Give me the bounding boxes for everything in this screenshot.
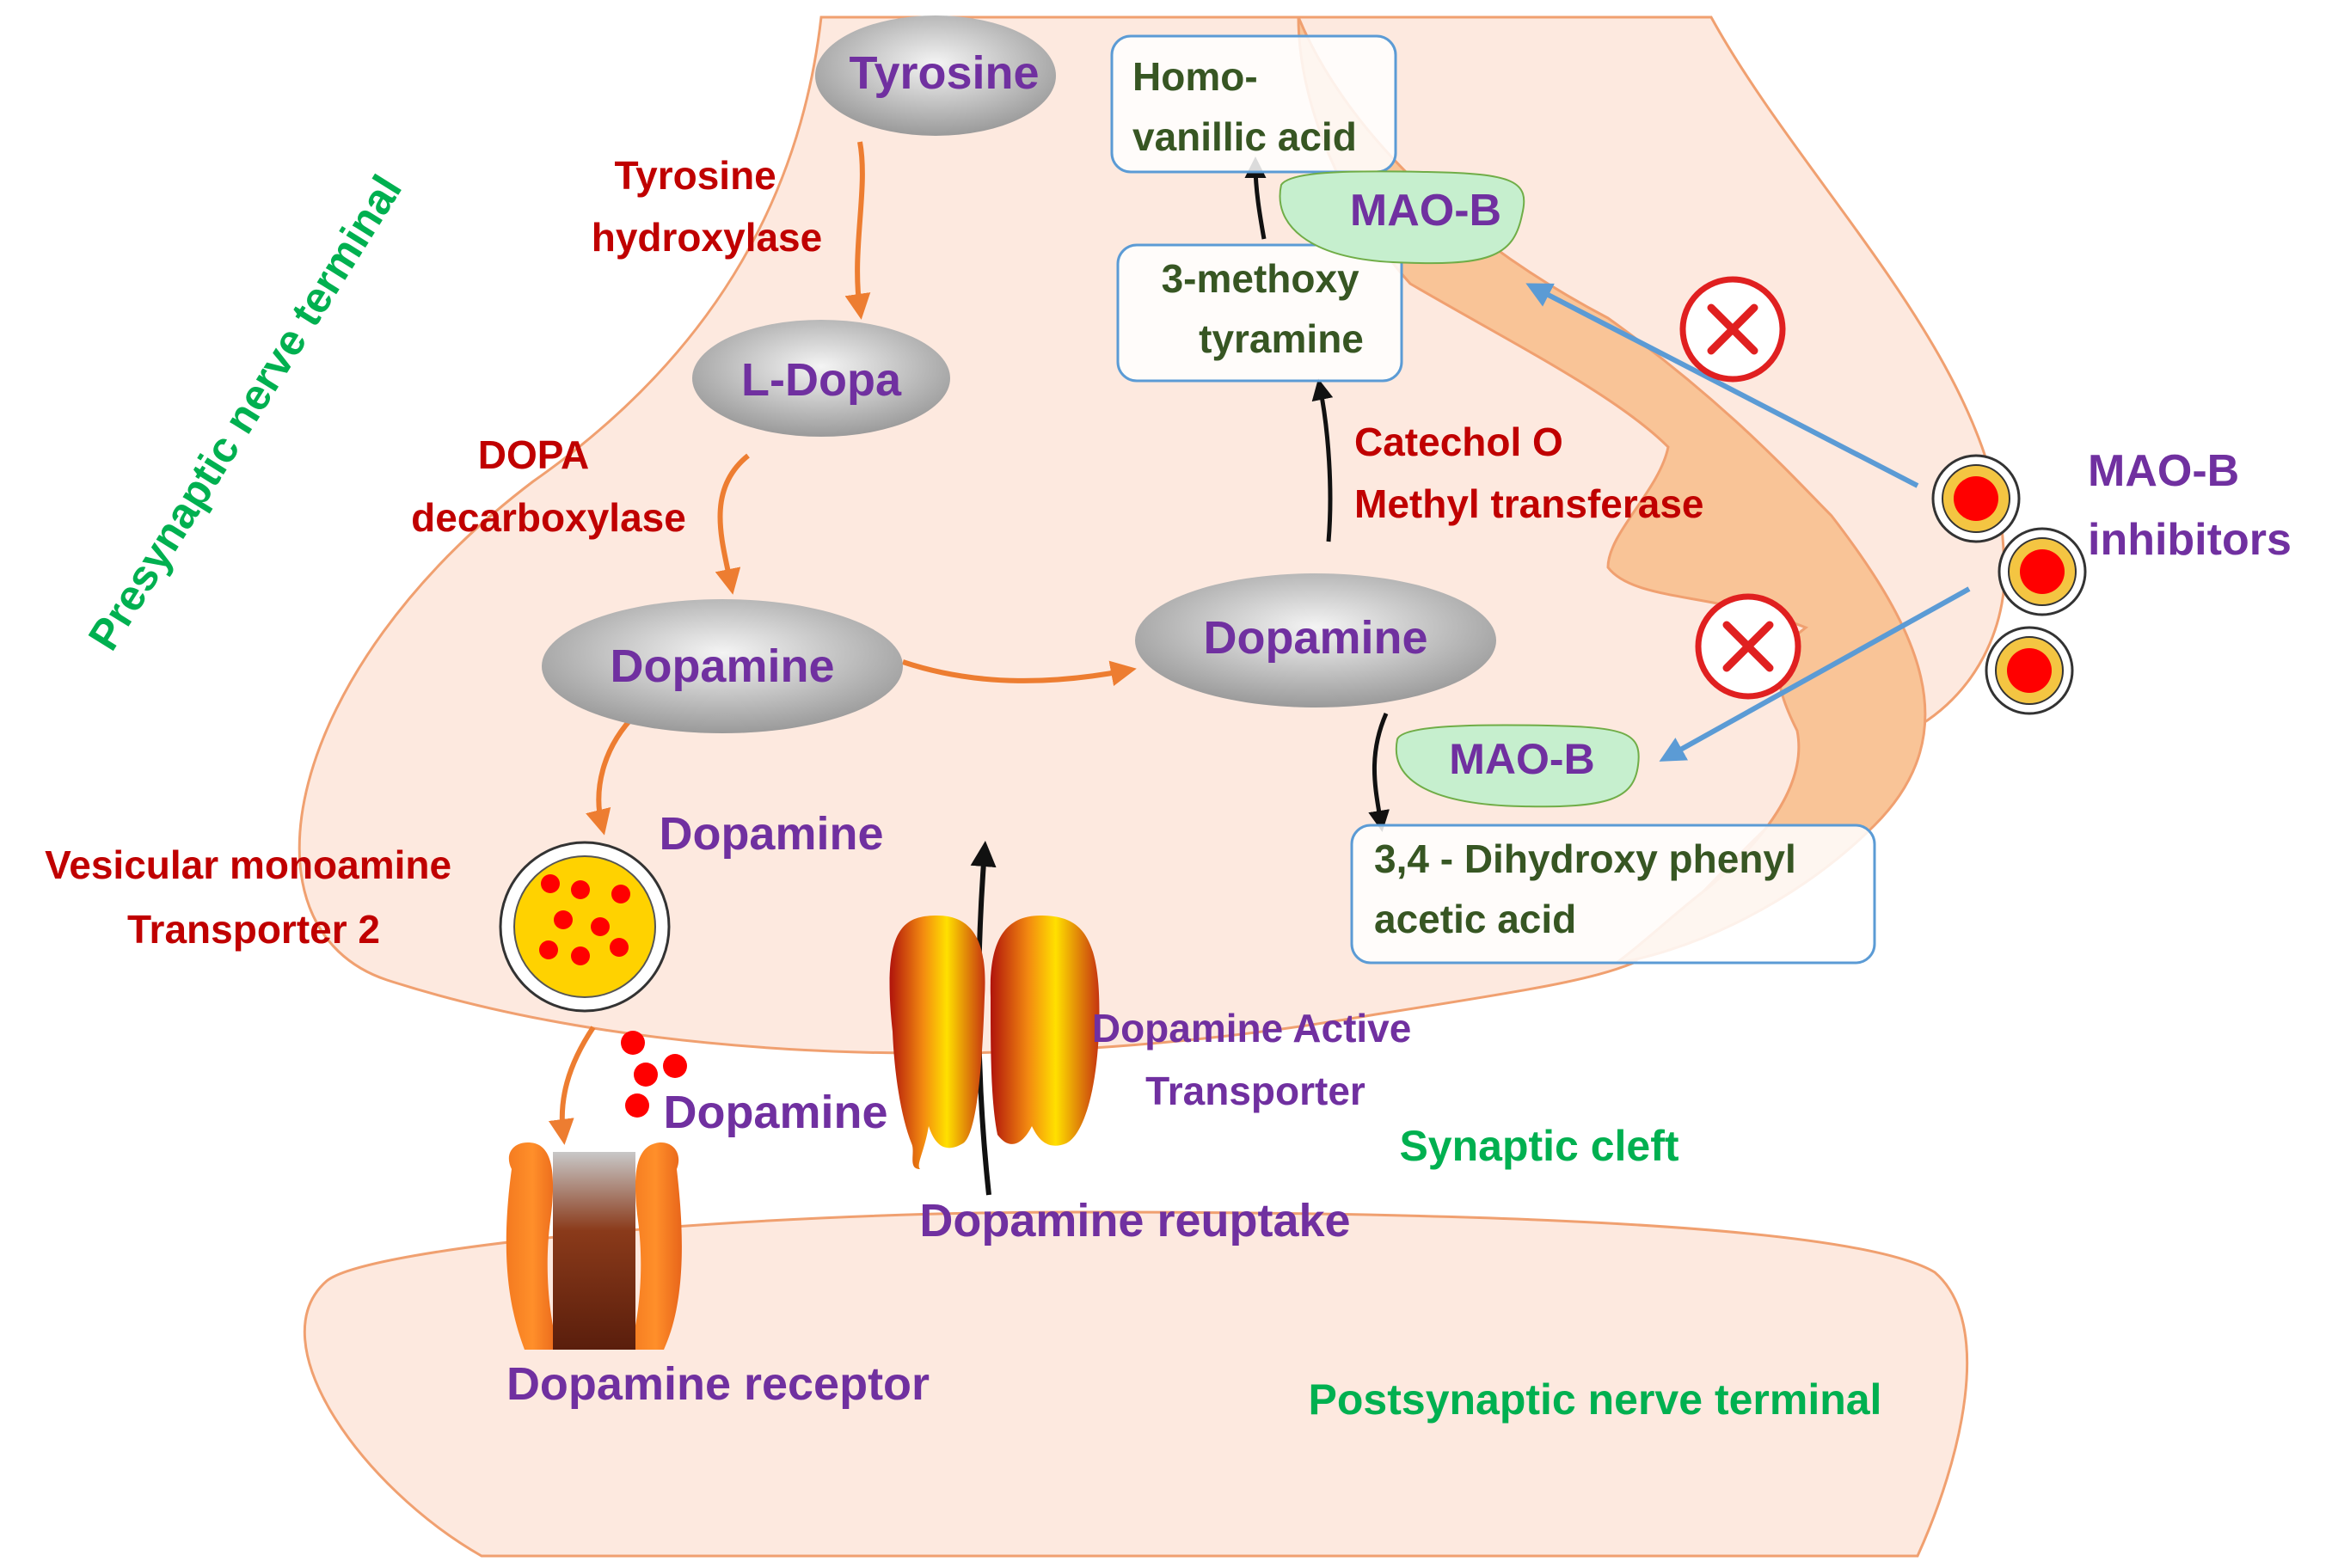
metabolite-hva-line2: vanillic acid [1132, 114, 1357, 159]
dopamine-receptor [506, 1142, 682, 1350]
svg-text:3-methoxy tyramine: 3-methoxy tyramine [1162, 256, 1371, 361]
metabolite-dopac-line2: acetic acid [1374, 897, 1576, 941]
enzyme-comt-line2: Methyl transferase [1354, 481, 1704, 526]
node-dopamine-left: Dopamine [542, 599, 903, 733]
postsynaptic-label: Postsynaptic nerve terminal [1309, 1375, 1882, 1424]
presynaptic-label: Presynaptic nerve terminal [79, 167, 411, 658]
metabolite-hva-line1: Homo- [1132, 54, 1258, 99]
dopamine-released-label: Dopamine [663, 1087, 887, 1138]
receptor-label: Dopamine receptor [506, 1358, 930, 1410]
arrow-dopamine-to-dopac [1368, 712, 1390, 832]
arrow-dopamine-to-dopamine [902, 659, 1137, 687]
transporter-label-line1: Dopamine Active [1092, 1006, 1412, 1050]
node-l-dopa: L-Dopa [692, 320, 950, 437]
svg-text:3,4 - Dihydroxy phenyl a: 3,4 - Dihydroxy phenyl acetic acid [1374, 836, 1807, 941]
enzyme-vmat2-line1: Vesicular monoamine [45, 842, 451, 887]
enzyme-tyrosine-hydroxylase-line1: Tyrosine [614, 153, 776, 198]
inhibitors-label-line2: inhibitors [2088, 515, 2292, 565]
metabolite-methoxytyramine: 3-methoxy tyramine [1116, 243, 1403, 383]
mao-b-bottom-label: MAO-B [1449, 735, 1594, 783]
node-tyrosine: Tyrosine [815, 15, 1056, 136]
metabolite-methoxytyramine-line2: tyramine [1199, 316, 1364, 361]
arrow-tyrosine-to-ldopa [844, 141, 871, 320]
arrow-ldopa-to-dopamine [715, 453, 750, 595]
arrow-vesicle-to-receptor [548, 1026, 596, 1145]
node-dopamine-right: Dopamine [1135, 573, 1496, 707]
released-dopamine-dots [621, 1031, 687, 1118]
inhibitor-pill-3 [1985, 626, 2074, 715]
metabolite-dopac: 3,4 - Dihydroxy phenyl acetic acid [1350, 824, 1876, 965]
node-l-dopa-label: L-Dopa [741, 354, 902, 406]
svg-text:Homo- vanillic acid: Homo- vanillic acid [1132, 54, 1357, 159]
enzyme-tyrosine-hydroxylase-line2: hydroxylase [592, 215, 822, 260]
inhibitor-arrow-bottom [1659, 586, 1971, 762]
mao-b-top: MAO-B [1279, 170, 1525, 265]
dopamine-vesicle [499, 841, 671, 1013]
inhibitor-pill-1 [1931, 454, 2021, 543]
inhibitor-pill-2 [1998, 527, 2087, 616]
enzyme-dopa-decarboxylase-line1: DOPA [478, 432, 588, 477]
inhibit-symbol-bottom [1695, 593, 1801, 700]
mao-b-top-label: MAO-B [1350, 186, 1501, 236]
node-tyrosine-label: Tyrosine [849, 47, 1039, 99]
enzyme-dopa-decarboxylase: DOPA decarboxylase [411, 432, 686, 540]
dopamine-vesicle-label: Dopamine [659, 808, 883, 860]
inhibitors-label-line1: MAO-B [2088, 446, 2239, 496]
enzyme-comt: Catechol O Methyl transferase [1354, 420, 1704, 526]
metabolite-methoxytyramine-line1: 3-methoxy [1162, 256, 1359, 301]
node-dopamine-left-label: Dopamine [610, 640, 834, 692]
arrow-dopamine-to-vesicle [586, 711, 639, 836]
enzyme-dopa-decarboxylase-line2: decarboxylase [411, 495, 686, 540]
inhibitor-arrow-top [1525, 283, 1919, 488]
mao-b-bottom: MAO-B [1395, 724, 1640, 808]
transporter-label: Dopamine Active Transporter [1092, 1006, 1422, 1113]
synaptic-cleft-label: Synaptic cleft [1399, 1122, 1678, 1170]
dopamine-active-transporter [889, 916, 1100, 1169]
arrow-dopamine-to-methoxytyramine [1311, 378, 1334, 542]
enzyme-vmat2-line2: Transporter 2 [127, 907, 380, 952]
enzyme-tyrosine-hydroxylase: Tyrosine hydroxylase [592, 153, 822, 260]
transporter-label-line2: Transporter [1145, 1069, 1365, 1113]
reuptake-label: Dopamine reuptake [919, 1195, 1350, 1246]
enzyme-vmat2: Vesicular monoamine Transporter 2 [45, 842, 463, 952]
enzyme-comt-line1: Catechol O [1354, 420, 1563, 464]
metabolite-dopac-line1: 3,4 - Dihydroxy phenyl [1374, 836, 1796, 881]
node-dopamine-right-label: Dopamine [1203, 612, 1427, 664]
inhibitors-label: MAO-B inhibitors [2088, 446, 2292, 565]
inhibit-symbol-top [1679, 276, 1786, 383]
metabolite-hva: Homo- vanillic acid [1110, 34, 1397, 174]
